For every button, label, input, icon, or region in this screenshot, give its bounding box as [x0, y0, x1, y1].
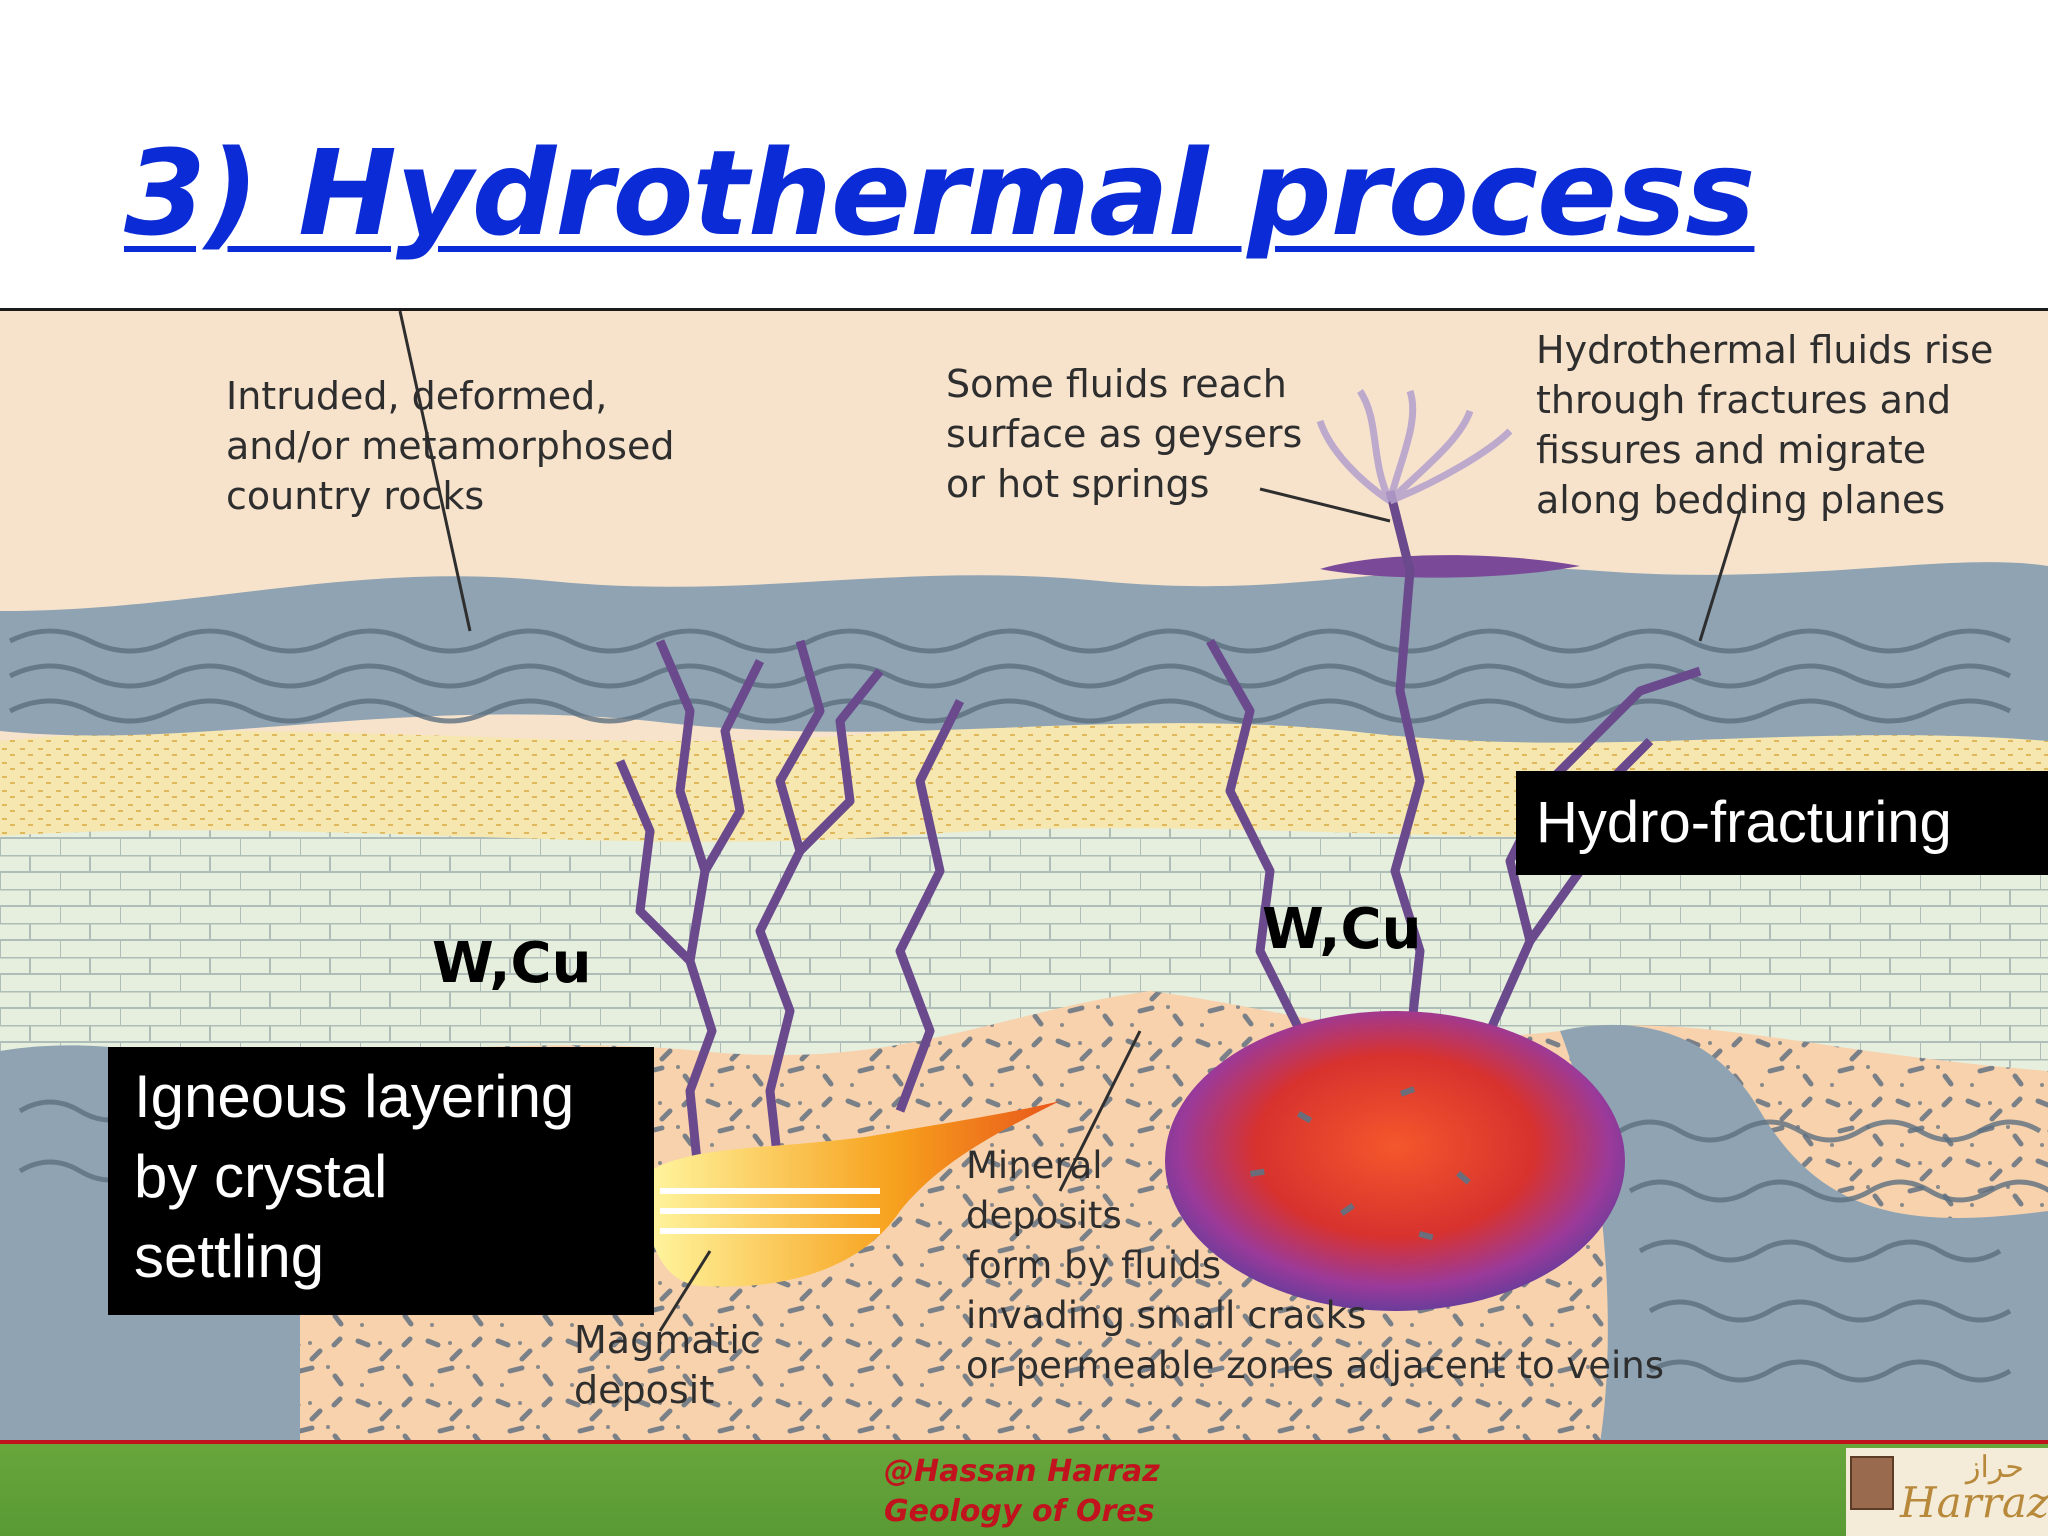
logo-signature: Harraz	[1900, 1478, 2048, 1527]
slide-title: 3) Hydrothermal process	[124, 124, 1755, 262]
label-mineral-deposits: Mineral deposits form by fluids invading…	[966, 1144, 1665, 1387]
logo-arabic-text: حراز	[1966, 1450, 2024, 1485]
label-magmatic-deposit: Magmatic deposit	[574, 1318, 761, 1412]
footer-course: Geology of Ores	[884, 1494, 1155, 1529]
callout-hydro-fracturing: Hydro-fracturing	[1516, 771, 2048, 875]
footer-author: @Hassan Harraz	[884, 1454, 1160, 1489]
label-geysers: Some fluids reach surface as geysers or …	[946, 362, 1303, 506]
cross-section-illustration	[0, 311, 2048, 1443]
metal-label-right: W,Cu	[1262, 897, 1422, 962]
callout-igneous-layering: Igneous layering by crystal settling	[108, 1047, 654, 1315]
footer-credit: @Hassan Harraz Geology of Ores	[884, 1452, 1160, 1532]
label-country-rocks: Intruded, deformed, and/or metamorphosed…	[226, 374, 675, 518]
footer-bar: @Hassan Harraz Geology of Ores Harraz حر…	[0, 1440, 2048, 1536]
author-logo: Harraz حراز	[1846, 1448, 2048, 1536]
author-photo	[1850, 1456, 1894, 1510]
hydrothermal-diagram: Intruded, deformed, and/or metamorphosed…	[0, 308, 2048, 1443]
metal-label-left: W,Cu	[432, 931, 592, 996]
label-fluids-rise: Hydrothermal fluids rise through fractur…	[1536, 328, 1994, 522]
